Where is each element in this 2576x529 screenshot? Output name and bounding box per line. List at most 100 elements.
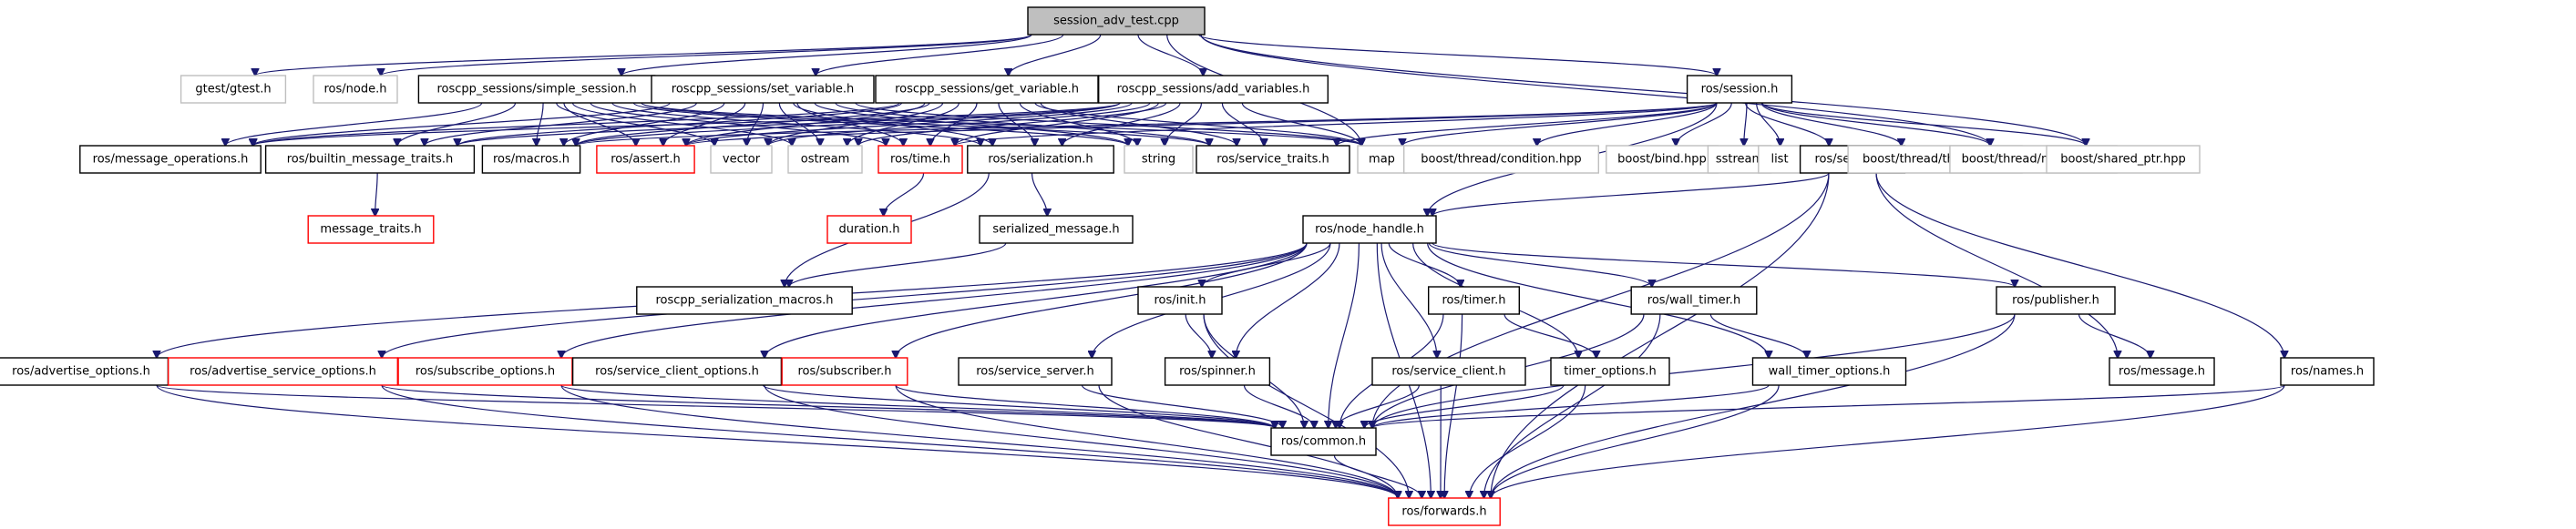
edge-add_variables-to-vector — [768, 102, 1151, 146]
node-label: ros/names.h — [2291, 365, 2364, 379]
node-init[interactable]: ros/init.h — [1137, 286, 1223, 315]
edge-session-to-sstream — [1744, 102, 1747, 146]
node-box — [636, 286, 853, 315]
node-subscribe-options[interactable]: ros/subscribe_options.h — [397, 357, 573, 386]
edge-set_variable-to-message_operations — [252, 102, 671, 146]
node-time[interactable]: ros/time.h — [877, 145, 963, 174]
node-forwards[interactable]: ros/forwards.h — [1388, 497, 1501, 526]
node-node-handle[interactable]: ros/node_handle.h — [1302, 215, 1437, 244]
node-label: boost/shared_ptr.hpp — [2060, 153, 2186, 167]
edge-wall_timer_options-to-common — [1372, 384, 1770, 428]
node-serialization-macros[interactable]: roscpp_serialization_macros.h — [636, 286, 853, 315]
edge-timer-to-forwards — [1444, 313, 1463, 498]
node-subscriber[interactable]: ros/subscriber.h — [781, 357, 908, 386]
node-add-variables[interactable]: roscpp_sessions/add_variables.h — [1097, 75, 1329, 104]
node-box — [1630, 286, 1758, 315]
node-box — [2109, 357, 2215, 386]
node-label: boost/bind.hpp — [1617, 153, 1707, 167]
node-box — [979, 215, 1134, 244]
node-advertise-service-options[interactable]: ros/advertise_service_options.h — [167, 357, 399, 386]
node-box — [1270, 427, 1377, 456]
node-rosnode: ros/node.h — [313, 75, 398, 104]
edge-session-to-condition — [1537, 102, 1718, 146]
node-timer[interactable]: ros/timer.h — [1427, 286, 1520, 315]
edge-serialized_message-to-serialization_macros — [789, 242, 1007, 287]
edge-session-to-service_traits — [1337, 102, 1718, 146]
node-box — [1357, 145, 1407, 174]
node-label: ros/publisher.h — [2012, 294, 2099, 308]
node-macros[interactable]: ros/macros.h — [481, 145, 581, 174]
node-serialization[interactable]: ros/serialization.h — [967, 145, 1114, 174]
node-message-traits[interactable]: message_traits.h — [307, 215, 435, 244]
edge-session-to-assert — [686, 102, 1718, 146]
node-label: ostream — [801, 153, 850, 167]
node-assert[interactable]: ros/assert.h — [596, 145, 695, 174]
node-service-client[interactable]: ros/service_client.h — [1371, 357, 1526, 386]
edge-add_variables-to-builtin_message_traits — [457, 102, 1121, 146]
edge-add_variables-to-macros — [576, 102, 1121, 146]
edge-session-to-thread — [1760, 102, 1901, 146]
node-common[interactable]: ros/common.h — [1270, 427, 1377, 456]
node-duration[interactable]: duration.h — [826, 215, 912, 244]
node-names[interactable]: ros/names.h — [2280, 357, 2375, 386]
node-box — [1427, 286, 1520, 315]
node-spinner[interactable]: ros/spinner.h — [1164, 357, 1271, 386]
node-label: ros/common.h — [1281, 435, 1366, 449]
edge-timer_options-to-forwards — [1469, 384, 1586, 498]
node-box — [1097, 75, 1329, 104]
edge-session-to-map — [1402, 102, 1718, 146]
node-root[interactable]: session_adv_test.cpp — [1027, 6, 1206, 36]
edge-simple_session-to-time — [590, 102, 886, 146]
node-timer-options[interactable]: timer_options.h — [1550, 357, 1670, 386]
node-advertise-options[interactable]: ros/advertise_options.h — [0, 357, 169, 386]
edge-set_variable-to-macros — [564, 102, 725, 146]
node-label: ros/session.h — [1701, 83, 1779, 97]
node-label: vector — [723, 153, 761, 167]
node-box — [596, 145, 695, 174]
node-message[interactable]: ros/message.h — [2109, 357, 2215, 386]
node-session[interactable]: ros/session.h — [1686, 75, 1793, 104]
edge-root-to-shared_ptr — [1200, 34, 2086, 146]
node-box — [877, 145, 963, 174]
edge-subscribe_options-to-forwards — [560, 384, 1398, 498]
node-box — [1196, 145, 1350, 174]
node-box — [79, 145, 262, 174]
node-set-variable[interactable]: roscpp_sessions/set_variable.h — [651, 75, 875, 104]
node-label: gtest/gtest.h — [195, 83, 271, 97]
node-serialized-message[interactable]: serialized_message.h — [979, 215, 1134, 244]
node-label: timer_options.h — [1564, 365, 1656, 379]
node-box — [1388, 497, 1501, 526]
node-label: map — [1369, 153, 1395, 167]
node-box — [1124, 145, 1194, 174]
edge-set_variable-to-service_traits — [835, 102, 1209, 146]
node-string: string — [1124, 145, 1194, 174]
node-wall-timer[interactable]: ros/wall_timer.h — [1630, 286, 1758, 315]
edge-node_handle-to-subscribe_options — [561, 242, 1308, 358]
node-label: ros/service_client_options.h — [595, 365, 759, 379]
node-label: ros/wall_timer.h — [1647, 294, 1740, 308]
edge-simple_session-to-service_traits — [641, 102, 1209, 146]
node-label: ros/service_client.h — [1391, 365, 1505, 379]
node-message-operations[interactable]: ros/message_operations.h — [79, 145, 262, 174]
node-box — [167, 357, 399, 386]
node-label: session_adv_test.cpp — [1053, 15, 1179, 28]
node-service-server[interactable]: ros/service_server.h — [958, 357, 1113, 386]
node-wall-timer-options[interactable]: wall_timer_options.h — [1751, 357, 1907, 386]
node-publisher[interactable]: ros/publisher.h — [1996, 286, 2116, 315]
node-sstream: sstream — [1707, 145, 1772, 174]
node-get-variable[interactable]: roscpp_sessions/get_variable.h — [875, 75, 1099, 104]
edge-node_handle-to-service_client — [1380, 242, 1437, 358]
edge-set_variable-to-string — [814, 102, 1128, 146]
node-builtin-message-traits[interactable]: ros/builtin_message_traits.h — [264, 145, 476, 174]
edge-node_handle-to-wall_timer_options — [1427, 242, 1769, 358]
node-simple-session[interactable]: roscpp_sessions/simple_session.h — [417, 75, 656, 104]
node-service-traits[interactable]: ros/service_traits.h — [1196, 145, 1350, 174]
node-service-client-options[interactable]: ros/service_client_options.h — [571, 357, 783, 386]
edge-add_variables-to-serialization — [1062, 102, 1181, 146]
edge-set_variable-to-serialization — [793, 102, 992, 146]
node-box — [1164, 357, 1271, 386]
node-box — [1371, 357, 1526, 386]
node-label: ros/node_handle.h — [1315, 223, 1424, 237]
node-box — [481, 145, 581, 174]
edge-publisher-to-forwards — [1491, 313, 2016, 498]
